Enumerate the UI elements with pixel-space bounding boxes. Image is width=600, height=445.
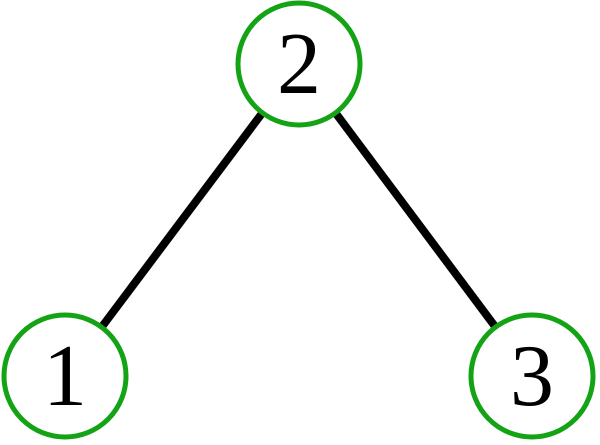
node-3: 3 [468, 312, 596, 440]
node-circle-1 [1, 312, 129, 440]
node-label-2: 2 [277, 16, 321, 113]
node-label-3: 3 [510, 328, 554, 425]
node-2: 2 [235, 0, 363, 128]
edge-2-1 [61, 61, 303, 379]
node-circle-2 [235, 0, 363, 128]
edge-2-3 [295, 61, 536, 379]
edges-layer [61, 61, 536, 379]
node-label-1: 1 [43, 328, 87, 425]
node-1: 1 [1, 312, 129, 440]
node-circle-3 [468, 312, 596, 440]
